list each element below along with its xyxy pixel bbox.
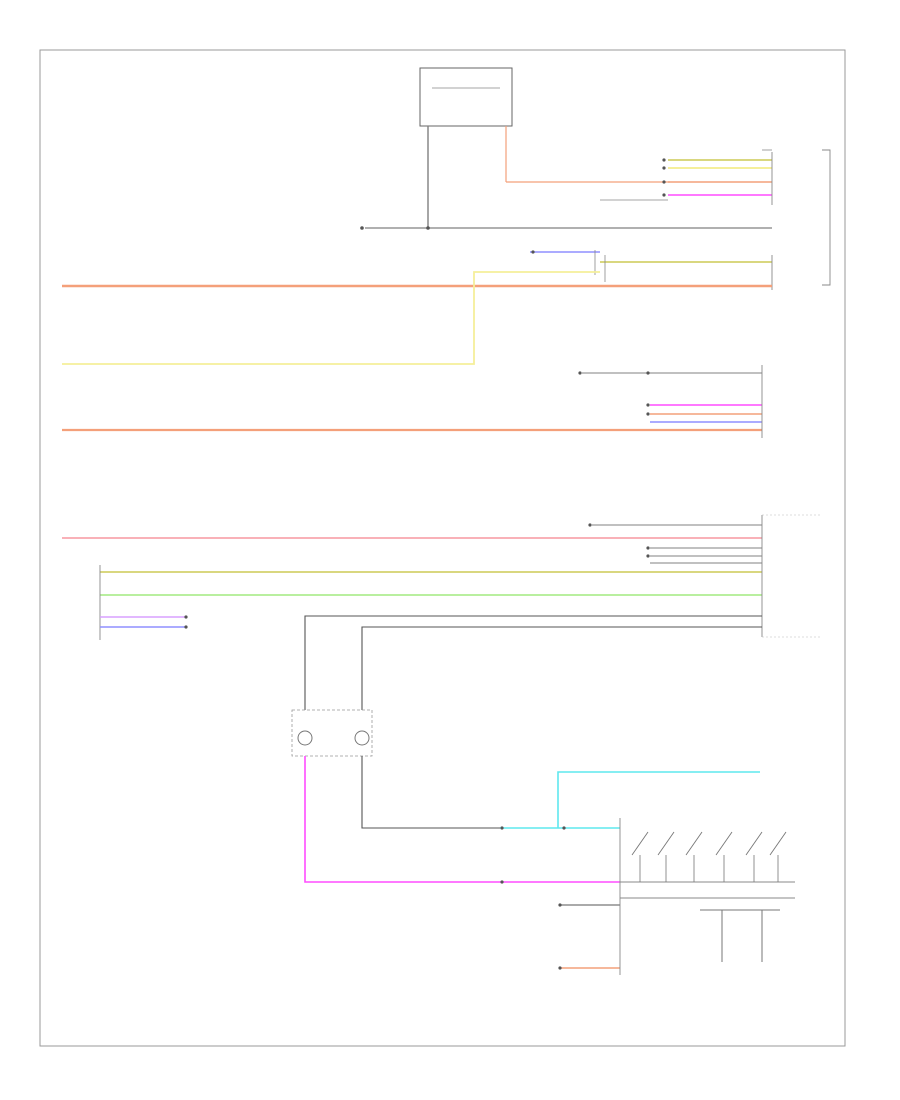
wire-yellow <box>62 271 600 365</box>
front-controls-wires <box>360 149 772 282</box>
instrument-cluster <box>99 565 188 640</box>
relay-wires <box>304 615 762 710</box>
lower-module <box>761 514 822 638</box>
lower-module-wires <box>588 523 762 564</box>
steering-switch-array <box>620 831 795 962</box>
steering-wires <box>500 771 760 970</box>
wire-relay-black <box>361 756 500 829</box>
horn-relays <box>291 709 373 757</box>
diagram-border <box>39 49 846 1047</box>
front-controls-module <box>771 149 831 290</box>
middle-module-wires <box>578 371 762 423</box>
wire-magenta <box>304 756 620 883</box>
top-module <box>419 67 513 127</box>
